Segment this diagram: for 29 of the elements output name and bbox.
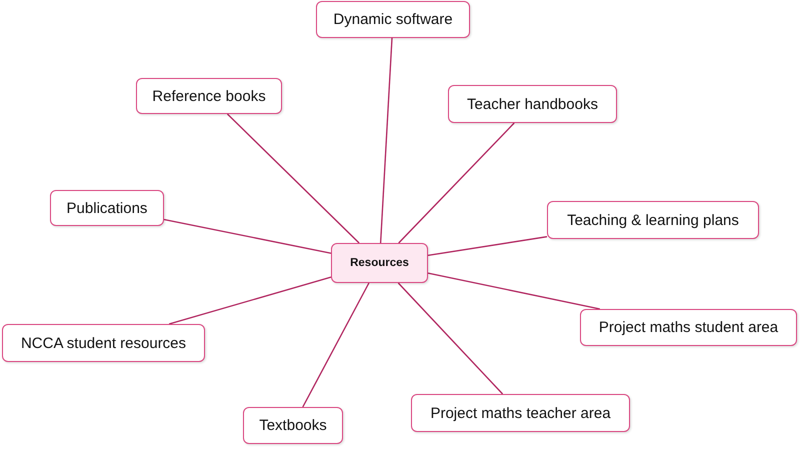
topic-box <box>316 1 470 38</box>
topic-box <box>2 324 205 362</box>
connector-line <box>398 122 515 244</box>
node-label: Resources <box>350 257 409 269</box>
topic-box <box>580 309 797 346</box>
connector-line <box>168 276 332 325</box>
node-label: Teaching & learning plans <box>567 212 739 228</box>
node-label: Project maths student area <box>598 319 778 336</box>
central-topic-box <box>331 243 428 283</box>
connector-line <box>428 272 600 310</box>
topic-box <box>50 190 164 226</box>
topic-box <box>448 85 617 123</box>
connector-line <box>380 38 393 244</box>
connector-line <box>428 236 548 256</box>
node-label: Reference books <box>152 88 266 104</box>
connector-line <box>164 218 332 254</box>
topic-box <box>136 78 282 114</box>
topic-box <box>411 394 630 432</box>
node-label: NCCA student resources <box>20 334 186 352</box>
node-label: Dynamic software <box>333 11 453 28</box>
connector-line <box>302 282 370 408</box>
node-label: Publications <box>66 200 148 216</box>
node-label: Project maths teacher area <box>430 404 611 422</box>
node-label: Teacher handbooks <box>467 96 598 112</box>
connector-line <box>398 282 504 394</box>
topic-box <box>243 407 343 444</box>
connector-line <box>226 114 360 244</box>
topic-box <box>547 201 759 239</box>
node-label: Textbooks <box>259 417 327 434</box>
